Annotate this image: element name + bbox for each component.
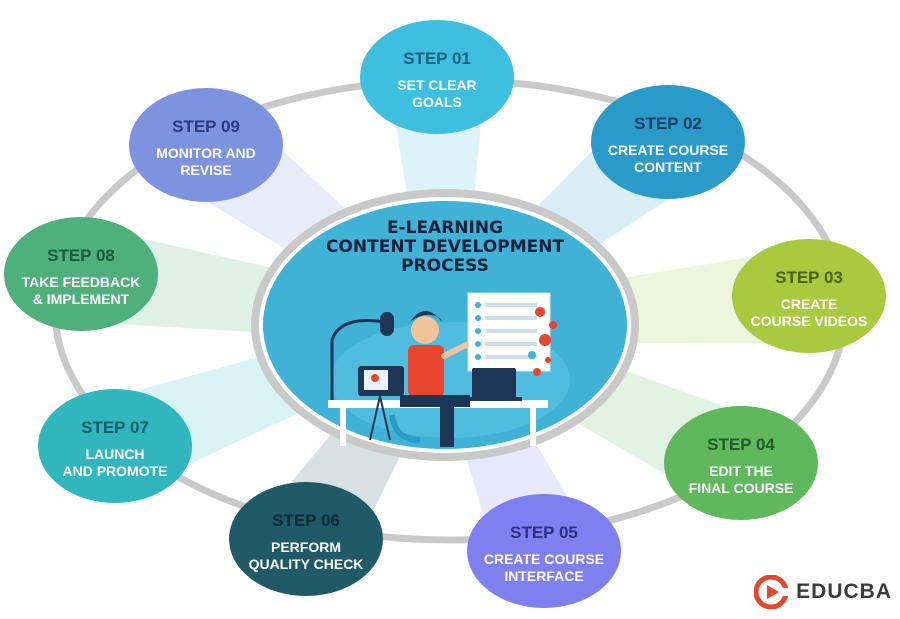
center-hub: E-LEARNING CONTENT DEVELOPMENT PROCESS	[251, 189, 639, 461]
step-03-label-line-1: CREATE	[781, 296, 838, 312]
step-07-label-line-1: LAUNCH	[85, 446, 144, 462]
step-04-label-line-1: EDIT THE	[709, 463, 773, 479]
step-07-circle	[38, 389, 192, 503]
step-01-title: STEP 01	[403, 49, 471, 68]
microphone-icon	[330, 312, 394, 405]
step-06-label-line-1: PERFORM	[271, 539, 341, 555]
step-06-label-line-2: QUALITY CHECK	[249, 556, 364, 572]
step-09-title: STEP 09	[172, 117, 240, 136]
center-title-line-1: E-LEARNING	[387, 218, 503, 238]
step-05-label-line-2: INTERFACE	[504, 568, 583, 584]
step-09-label-line-1: MONITOR AND	[156, 145, 256, 161]
step-06-circle	[229, 482, 383, 596]
step-06-title: STEP 06	[272, 511, 340, 530]
step-03-title: STEP 03	[775, 268, 843, 287]
step-02-circle	[591, 85, 745, 199]
step-07-title: STEP 07	[81, 418, 149, 437]
step-07-label-line-2: AND PROMOTE	[63, 463, 168, 479]
step-09-circle	[129, 88, 283, 202]
step-05-circle	[467, 494, 621, 608]
step-08-node: STEP 08 TAKE FEEDBACK& IMPLEMENT	[4, 217, 158, 331]
step-03-label-line-2: COURSE VIDEOS	[751, 313, 868, 329]
step-02-label-line-1: CREATE COURSE	[608, 142, 728, 158]
step-01-label-line-1: SET CLEAR	[397, 77, 476, 93]
content-creator-illustration	[328, 292, 570, 447]
step-03-circle	[732, 239, 886, 353]
step-05-label-line-1: CREATE COURSE	[484, 551, 604, 567]
step-02-title: STEP 02	[634, 114, 702, 133]
step-05-title: STEP 05	[510, 523, 578, 542]
step-04-title: STEP 04	[707, 435, 775, 454]
laptop-icon	[466, 368, 522, 401]
step-09-label-line-2: REVISE	[180, 162, 231, 178]
step-08-title: STEP 08	[47, 246, 115, 265]
brand-logo: EDUCBA	[754, 575, 892, 609]
step-08-circle	[4, 217, 158, 331]
presenter-figure	[389, 311, 470, 447]
checklist-board-icon	[467, 292, 551, 372]
camera-icon	[358, 366, 404, 441]
center-title-line-2: CONTENT DEVELOPMENT	[326, 237, 564, 257]
step-01-circle	[360, 20, 514, 134]
step-04-circle	[664, 406, 818, 520]
step-02-label-line-2: CONTENT	[634, 159, 702, 175]
center-title-line-3: PROCESS	[401, 256, 489, 276]
like-hearts-icon	[528, 307, 557, 376]
step-08-label-line-1: TAKE FEEDBACK	[22, 274, 141, 290]
step-08-label-line-2: & IMPLEMENT	[33, 291, 130, 307]
step-01-label-line-2: GOALS	[412, 94, 462, 110]
step-04-label-line-2: FINAL COURSE	[689, 480, 794, 496]
educba-logo-icon	[754, 575, 789, 609]
brand-name: EDUCBA	[796, 580, 892, 603]
